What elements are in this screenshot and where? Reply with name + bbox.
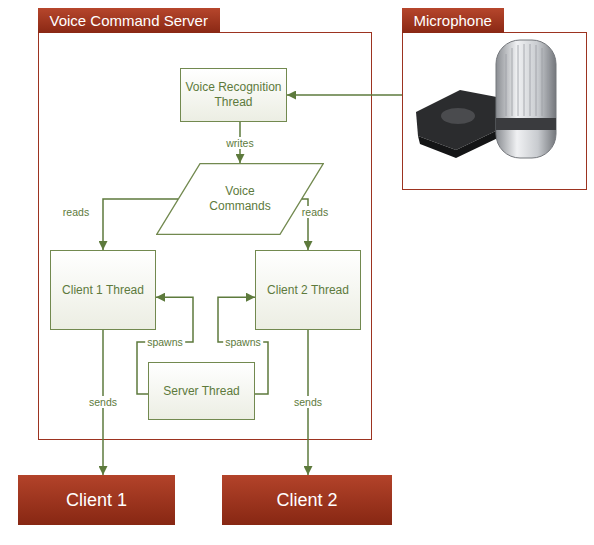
flow-arrow — [137, 297, 193, 394]
container-title: Microphone — [402, 8, 504, 33]
flow-arrow — [307, 330, 309, 475]
thread-box: Client 2 Thread — [255, 250, 361, 330]
thread-label: Voice Recognition Thread — [185, 80, 282, 110]
mic-clip-edge — [418, 128, 502, 158]
thread-box: Server Thread — [148, 362, 255, 420]
thread-label: Client 1 Thread — [62, 283, 144, 298]
data-label: Voice Commands — [200, 184, 280, 214]
container-title: Voice Command Server — [38, 8, 220, 33]
mic-grille — [506, 44, 548, 116]
client-label: Client 2 — [276, 490, 337, 511]
edge-label: spawns — [145, 336, 185, 348]
mic-head — [496, 40, 556, 158]
flow-arrow — [218, 297, 268, 394]
data-parallelogram: Voice Commands — [156, 163, 324, 235]
flow-arrow — [287, 94, 402, 96]
mic-clip-hinge — [441, 108, 475, 124]
edge-label: sends — [87, 396, 119, 408]
edge-label: reads — [61, 206, 91, 218]
client-label: Client 1 — [66, 490, 127, 511]
flow-arrow — [239, 122, 241, 163]
thread-box: Voice Recognition Thread — [180, 68, 287, 122]
edge-label: spawns — [223, 336, 263, 348]
container-box: Microphone — [402, 32, 587, 190]
thread-label: Client 2 Thread — [267, 283, 349, 298]
mic-band — [496, 118, 556, 130]
edge-label: sends — [292, 396, 324, 408]
flow-arrow — [102, 330, 104, 475]
thread-label: Server Thread — [163, 384, 239, 399]
flow-arrow — [103, 199, 178, 250]
thread-box: Client 1 Thread — [50, 250, 156, 330]
client-box: Client 2 — [222, 475, 392, 525]
parallelogram-shape — [157, 164, 324, 235]
edge-label: writes — [224, 137, 255, 149]
client-box: Client 1 — [18, 475, 175, 525]
container-box: Voice Recognition ThreadVoice CommandsCl… — [38, 32, 372, 440]
flow-arrow — [302, 199, 308, 250]
edge-label: reads — [300, 206, 330, 218]
microphone-illustration — [402, 32, 587, 190]
